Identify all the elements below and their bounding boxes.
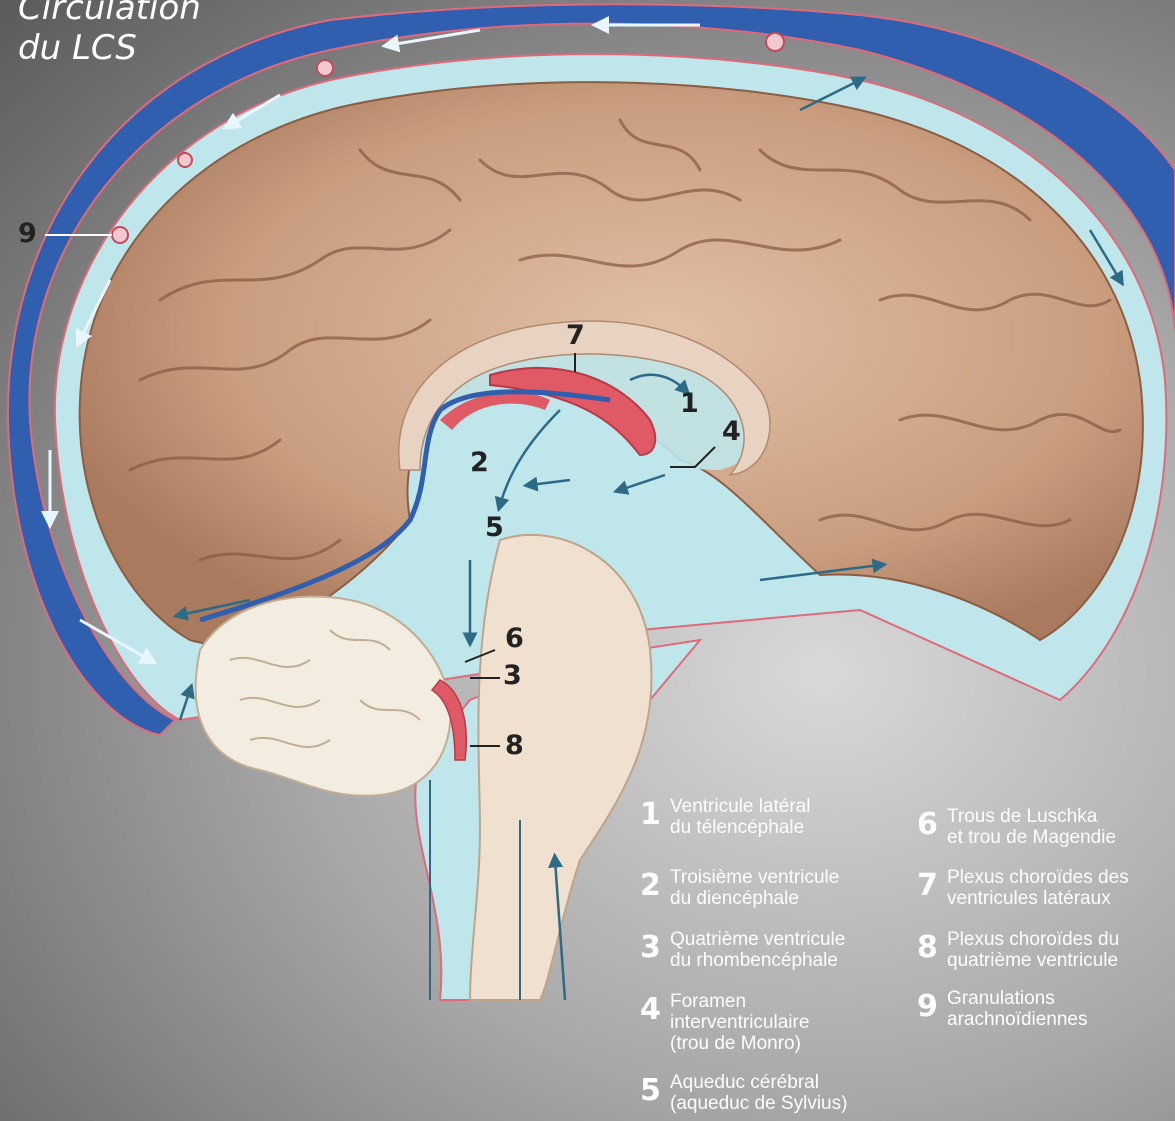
legend-line: et trou de Magendie xyxy=(947,827,1116,848)
legend-item-2: 2 Troisième ventricule du diencéphale xyxy=(640,867,839,909)
legend-line: du rhombencéphale xyxy=(670,950,845,971)
legend-number: 6 xyxy=(917,810,947,840)
legend-label: Quatrième ventricule du rhombencéphale xyxy=(670,929,845,971)
legend-line: ventricules latéraux xyxy=(947,888,1129,909)
callout-5: 5 xyxy=(485,512,504,543)
callout-3: 3 xyxy=(503,660,522,691)
legend-number: 2 xyxy=(640,871,670,901)
legend-line: arachnoïdiennes xyxy=(947,1009,1088,1030)
legend-line: Plexus choroïdes du xyxy=(947,929,1119,950)
callout-2: 2 xyxy=(470,447,489,478)
legend-line: (trou de Monro) xyxy=(670,1033,809,1054)
legend-item-3: 3 Quatrième ventricule du rhombencéphale xyxy=(640,929,845,971)
callout-8: 8 xyxy=(505,730,524,761)
legend-number: 4 xyxy=(640,995,670,1025)
legend-number: 5 xyxy=(640,1076,670,1106)
legend-line: Ventricule latéral xyxy=(670,796,810,817)
callout-4: 4 xyxy=(722,416,741,447)
legend-number: 3 xyxy=(640,933,670,963)
legend-number: 1 xyxy=(640,800,670,830)
legend-label: Trous de Luschka et trou de Magendie xyxy=(947,806,1116,848)
legend-line: Granulations xyxy=(947,988,1088,1009)
legend-item-7: 7 Plexus choroïdes des ventricules latér… xyxy=(917,867,1129,909)
legend-line: Troisième ventricule xyxy=(670,867,839,888)
legend-label: Troisième ventricule du diencéphale xyxy=(670,867,839,909)
legend-label: Granulations arachnoïdiennes xyxy=(947,988,1088,1030)
legend-item-8: 8 Plexus choroïdes du quatrième ventricu… xyxy=(917,929,1119,971)
legend-item-1: 1 Ventricule latéral du télencéphale xyxy=(640,796,810,838)
legend-label: Plexus choroïdes du quatrième ventricule xyxy=(947,929,1119,971)
legend-line: interventriculaire xyxy=(670,1012,809,1033)
callout-9: 9 xyxy=(18,218,37,249)
legend-item-4: 4 Foramen interventriculaire (trou de Mo… xyxy=(640,991,809,1054)
legend-line: du télencéphale xyxy=(670,817,810,838)
page-title: Circulation du LCS xyxy=(18,0,201,68)
callout-6: 6 xyxy=(505,623,524,654)
title-line-2: du LCS xyxy=(18,28,201,68)
legend-line: Plexus choroïdes des xyxy=(947,867,1129,888)
legend-item-9: 9 Granulations arachnoïdiennes xyxy=(917,988,1088,1030)
legend-label: Ventricule latéral du télencéphale xyxy=(670,796,810,838)
title-line-1: Circulation xyxy=(18,0,201,28)
callout-1: 1 xyxy=(680,388,699,419)
legend-label: Foramen interventriculaire (trou de Monr… xyxy=(670,991,809,1054)
legend-label: Aqueduc cérébral (aqueduc de Sylvius) xyxy=(670,1072,847,1114)
legend-item-5: 5 Aqueduc cérébral (aqueduc de Sylvius) xyxy=(640,1072,847,1114)
callout-7: 7 xyxy=(566,320,585,351)
legend-label: Plexus choroïdes des ventricules latérau… xyxy=(947,867,1129,909)
legend-line: (aqueduc de Sylvius) xyxy=(670,1093,847,1114)
legend-line: Quatrième ventricule xyxy=(670,929,845,950)
legend-line: du diencéphale xyxy=(670,888,839,909)
legend-number: 7 xyxy=(917,871,947,901)
legend-line: Foramen xyxy=(670,991,809,1012)
legend-item-6: 6 Trous de Luschka et trou de Magendie xyxy=(917,806,1116,848)
legend-line: quatrième ventricule xyxy=(947,950,1119,971)
legend-line: Aqueduc cérébral xyxy=(670,1072,847,1093)
legend-number: 9 xyxy=(917,992,947,1022)
legend-number: 8 xyxy=(917,933,947,963)
legend-line: Trous de Luschka xyxy=(947,806,1116,827)
